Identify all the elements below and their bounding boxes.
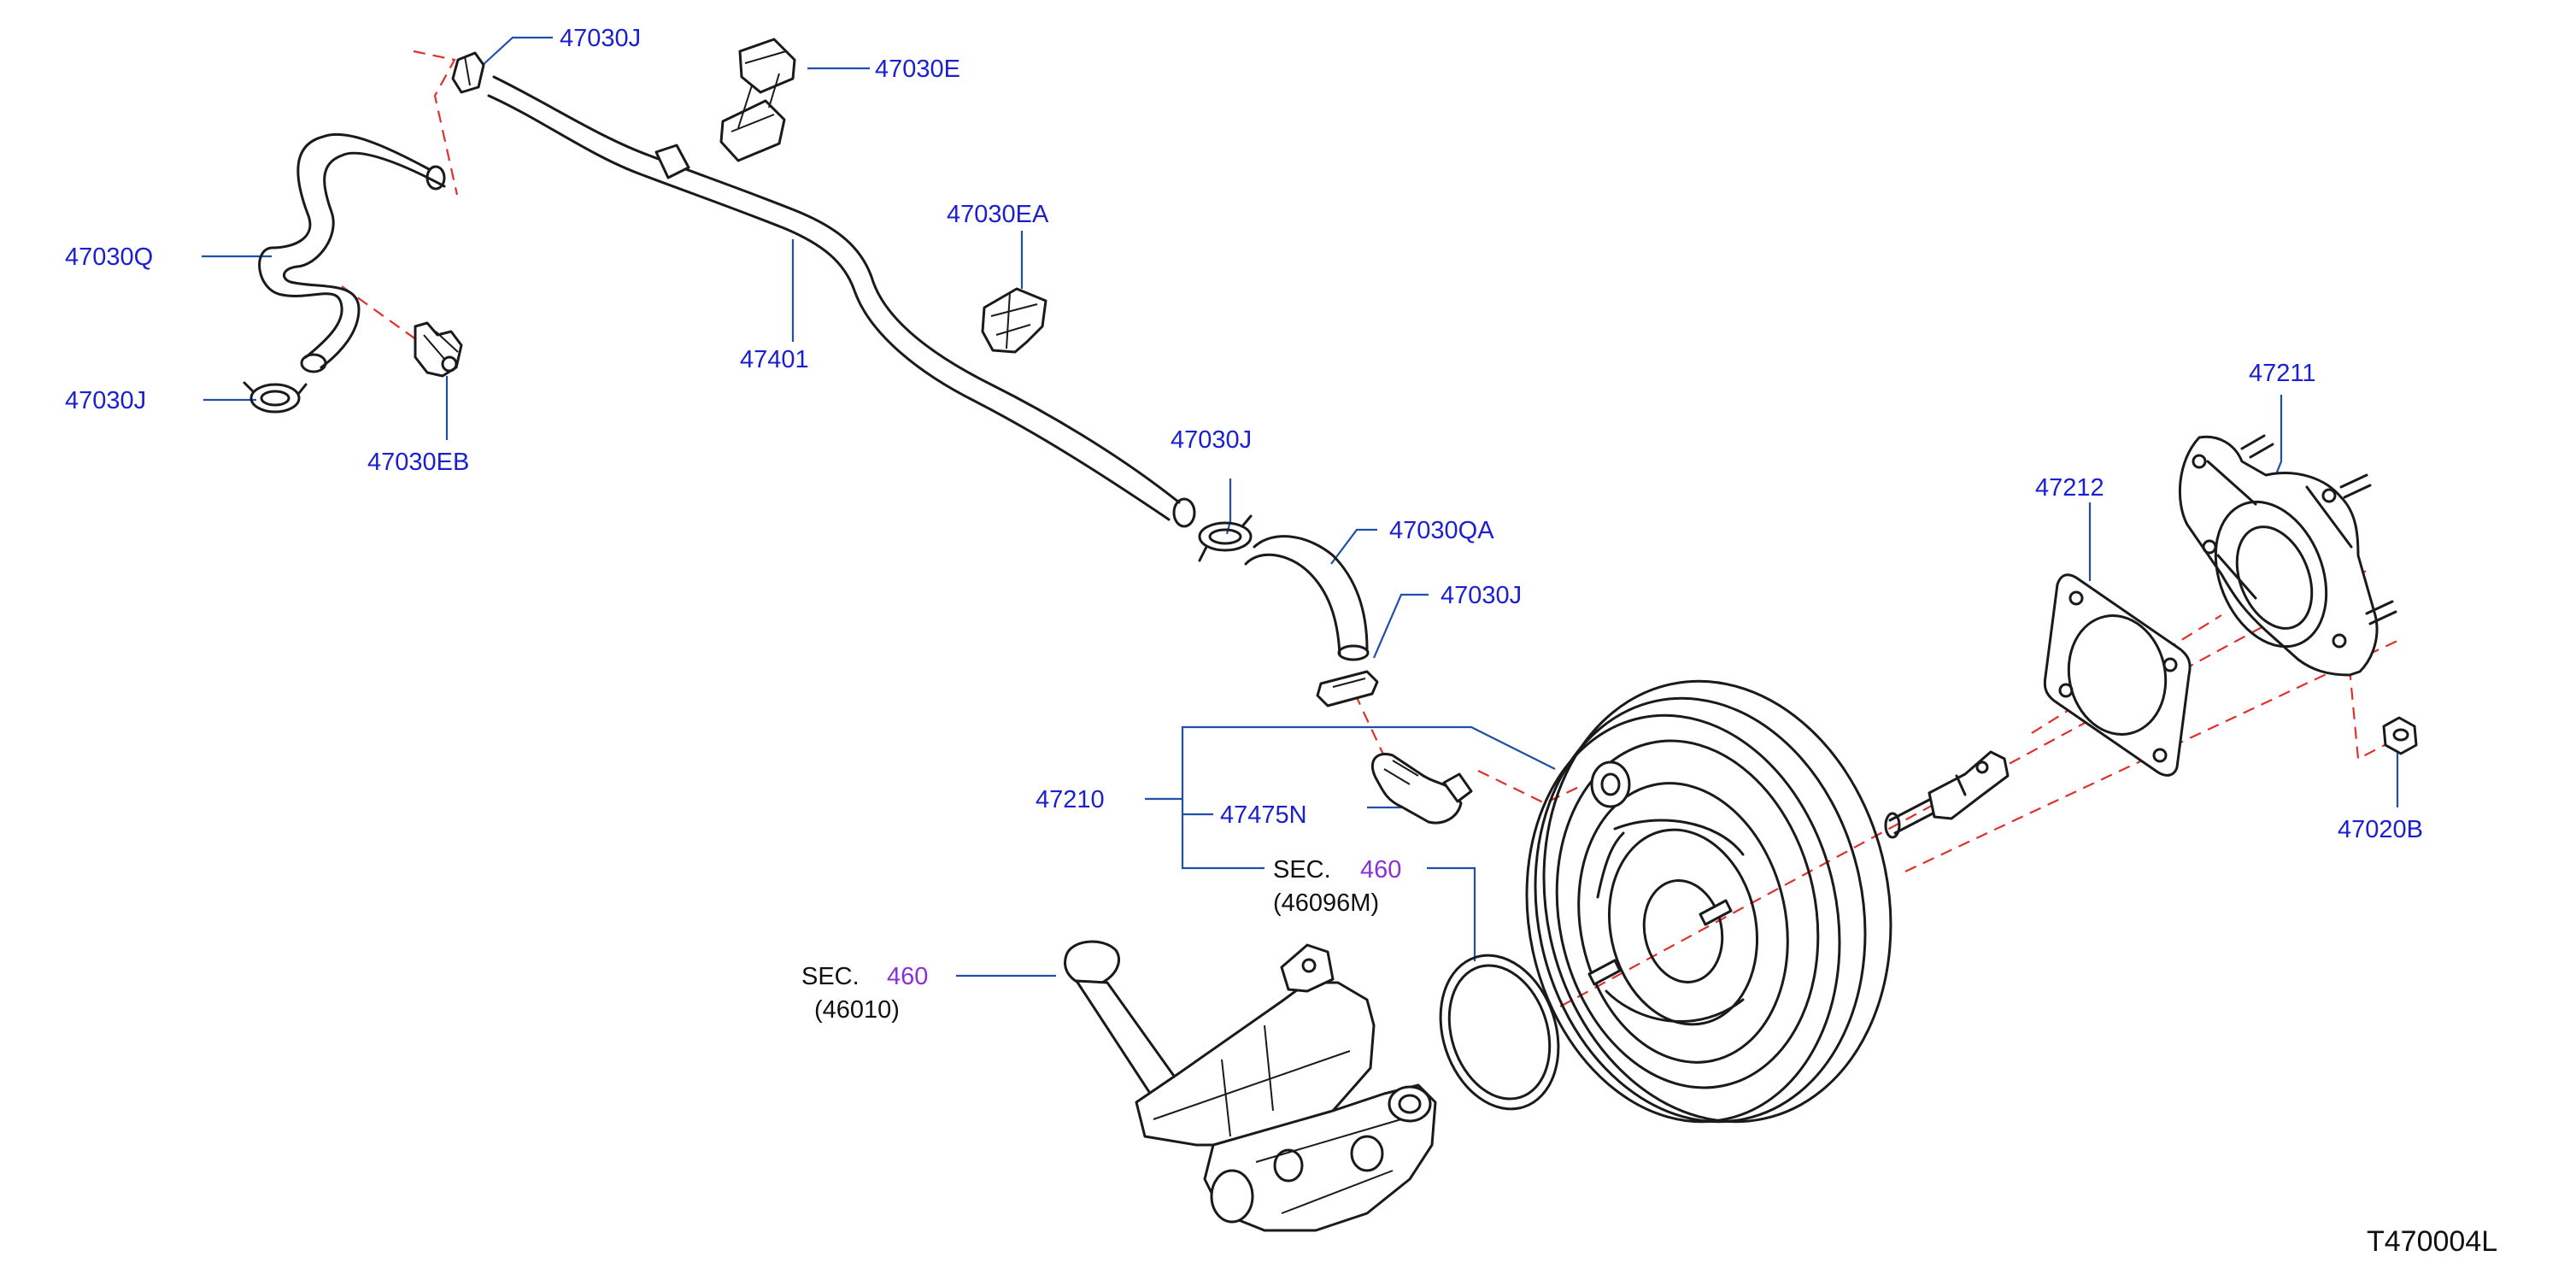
- clamp-47030J-top-part: [451, 51, 485, 94]
- gasket-47212-part: [2043, 573, 2192, 777]
- section-reference-46096M: SEC. 460 (46096M): [1273, 856, 1401, 917]
- section-reference-46010: SEC. 460 (46010): [801, 963, 928, 1024]
- label-47020B: 47020B: [2338, 816, 2423, 843]
- clip-47030E-part: [719, 38, 796, 162]
- hose-47030Q-part: [258, 132, 446, 373]
- sec-subpart: (46096M): [1273, 889, 1379, 917]
- label-47030J-mid: 47030J: [1171, 426, 1252, 454]
- label-47030J-lower: 47030J: [1441, 582, 1522, 609]
- part-number-labels: 47030J 47030E 47030Q 47030J 47030EB 4740…: [65, 25, 2423, 843]
- label-47030E: 47030E: [875, 56, 960, 83]
- bracket-47211-part: [2178, 434, 2397, 677]
- brake-booster-47210-part: [1525, 679, 2010, 1124]
- master-cylinder-46010-part: [1064, 940, 1437, 1232]
- sec-prefix: SEC.: [1273, 856, 1331, 883]
- hose-47030QA-part: [1244, 535, 1370, 661]
- label-47030Q: 47030Q: [65, 244, 153, 271]
- diagram-code: T470004L: [2367, 1225, 2497, 1258]
- sec-number[interactable]: 460: [1360, 856, 1401, 883]
- label-47210: 47210: [1036, 786, 1105, 813]
- label-47030J-left: 47030J: [65, 387, 146, 414]
- o-ring-46096M-part: [1439, 954, 1560, 1111]
- label-47030EA: 47030EA: [947, 201, 1049, 228]
- label-47030EB: 47030EB: [367, 449, 469, 476]
- label-47212: 47212: [2035, 474, 2104, 502]
- sec-number[interactable]: 460: [887, 963, 928, 990]
- clamp-47030J-mid-part: [1198, 514, 1253, 562]
- sec-prefix: SEC.: [801, 963, 860, 990]
- check-valve-47475N-part: [1370, 753, 1473, 825]
- clip-47030EA-part: [981, 287, 1047, 354]
- vacuum-hose-47401-part: [487, 75, 1196, 528]
- sec-subpart: (46010): [814, 996, 900, 1024]
- clip-47030EB-part: [414, 321, 463, 378]
- clamp-47030J-lower-part: [1316, 670, 1379, 707]
- label-47211: 47211: [2249, 360, 2316, 387]
- label-47030J-top: 47030J: [560, 25, 641, 52]
- label-47475N: 47475N: [1220, 801, 1307, 829]
- label-47401: 47401: [740, 346, 809, 373]
- leader-lines: [202, 36, 2399, 977]
- clamp-47030J-left-part: [243, 381, 308, 414]
- nut-47020B-part: [2382, 716, 2418, 755]
- label-47030QA: 47030QA: [1389, 517, 1494, 544]
